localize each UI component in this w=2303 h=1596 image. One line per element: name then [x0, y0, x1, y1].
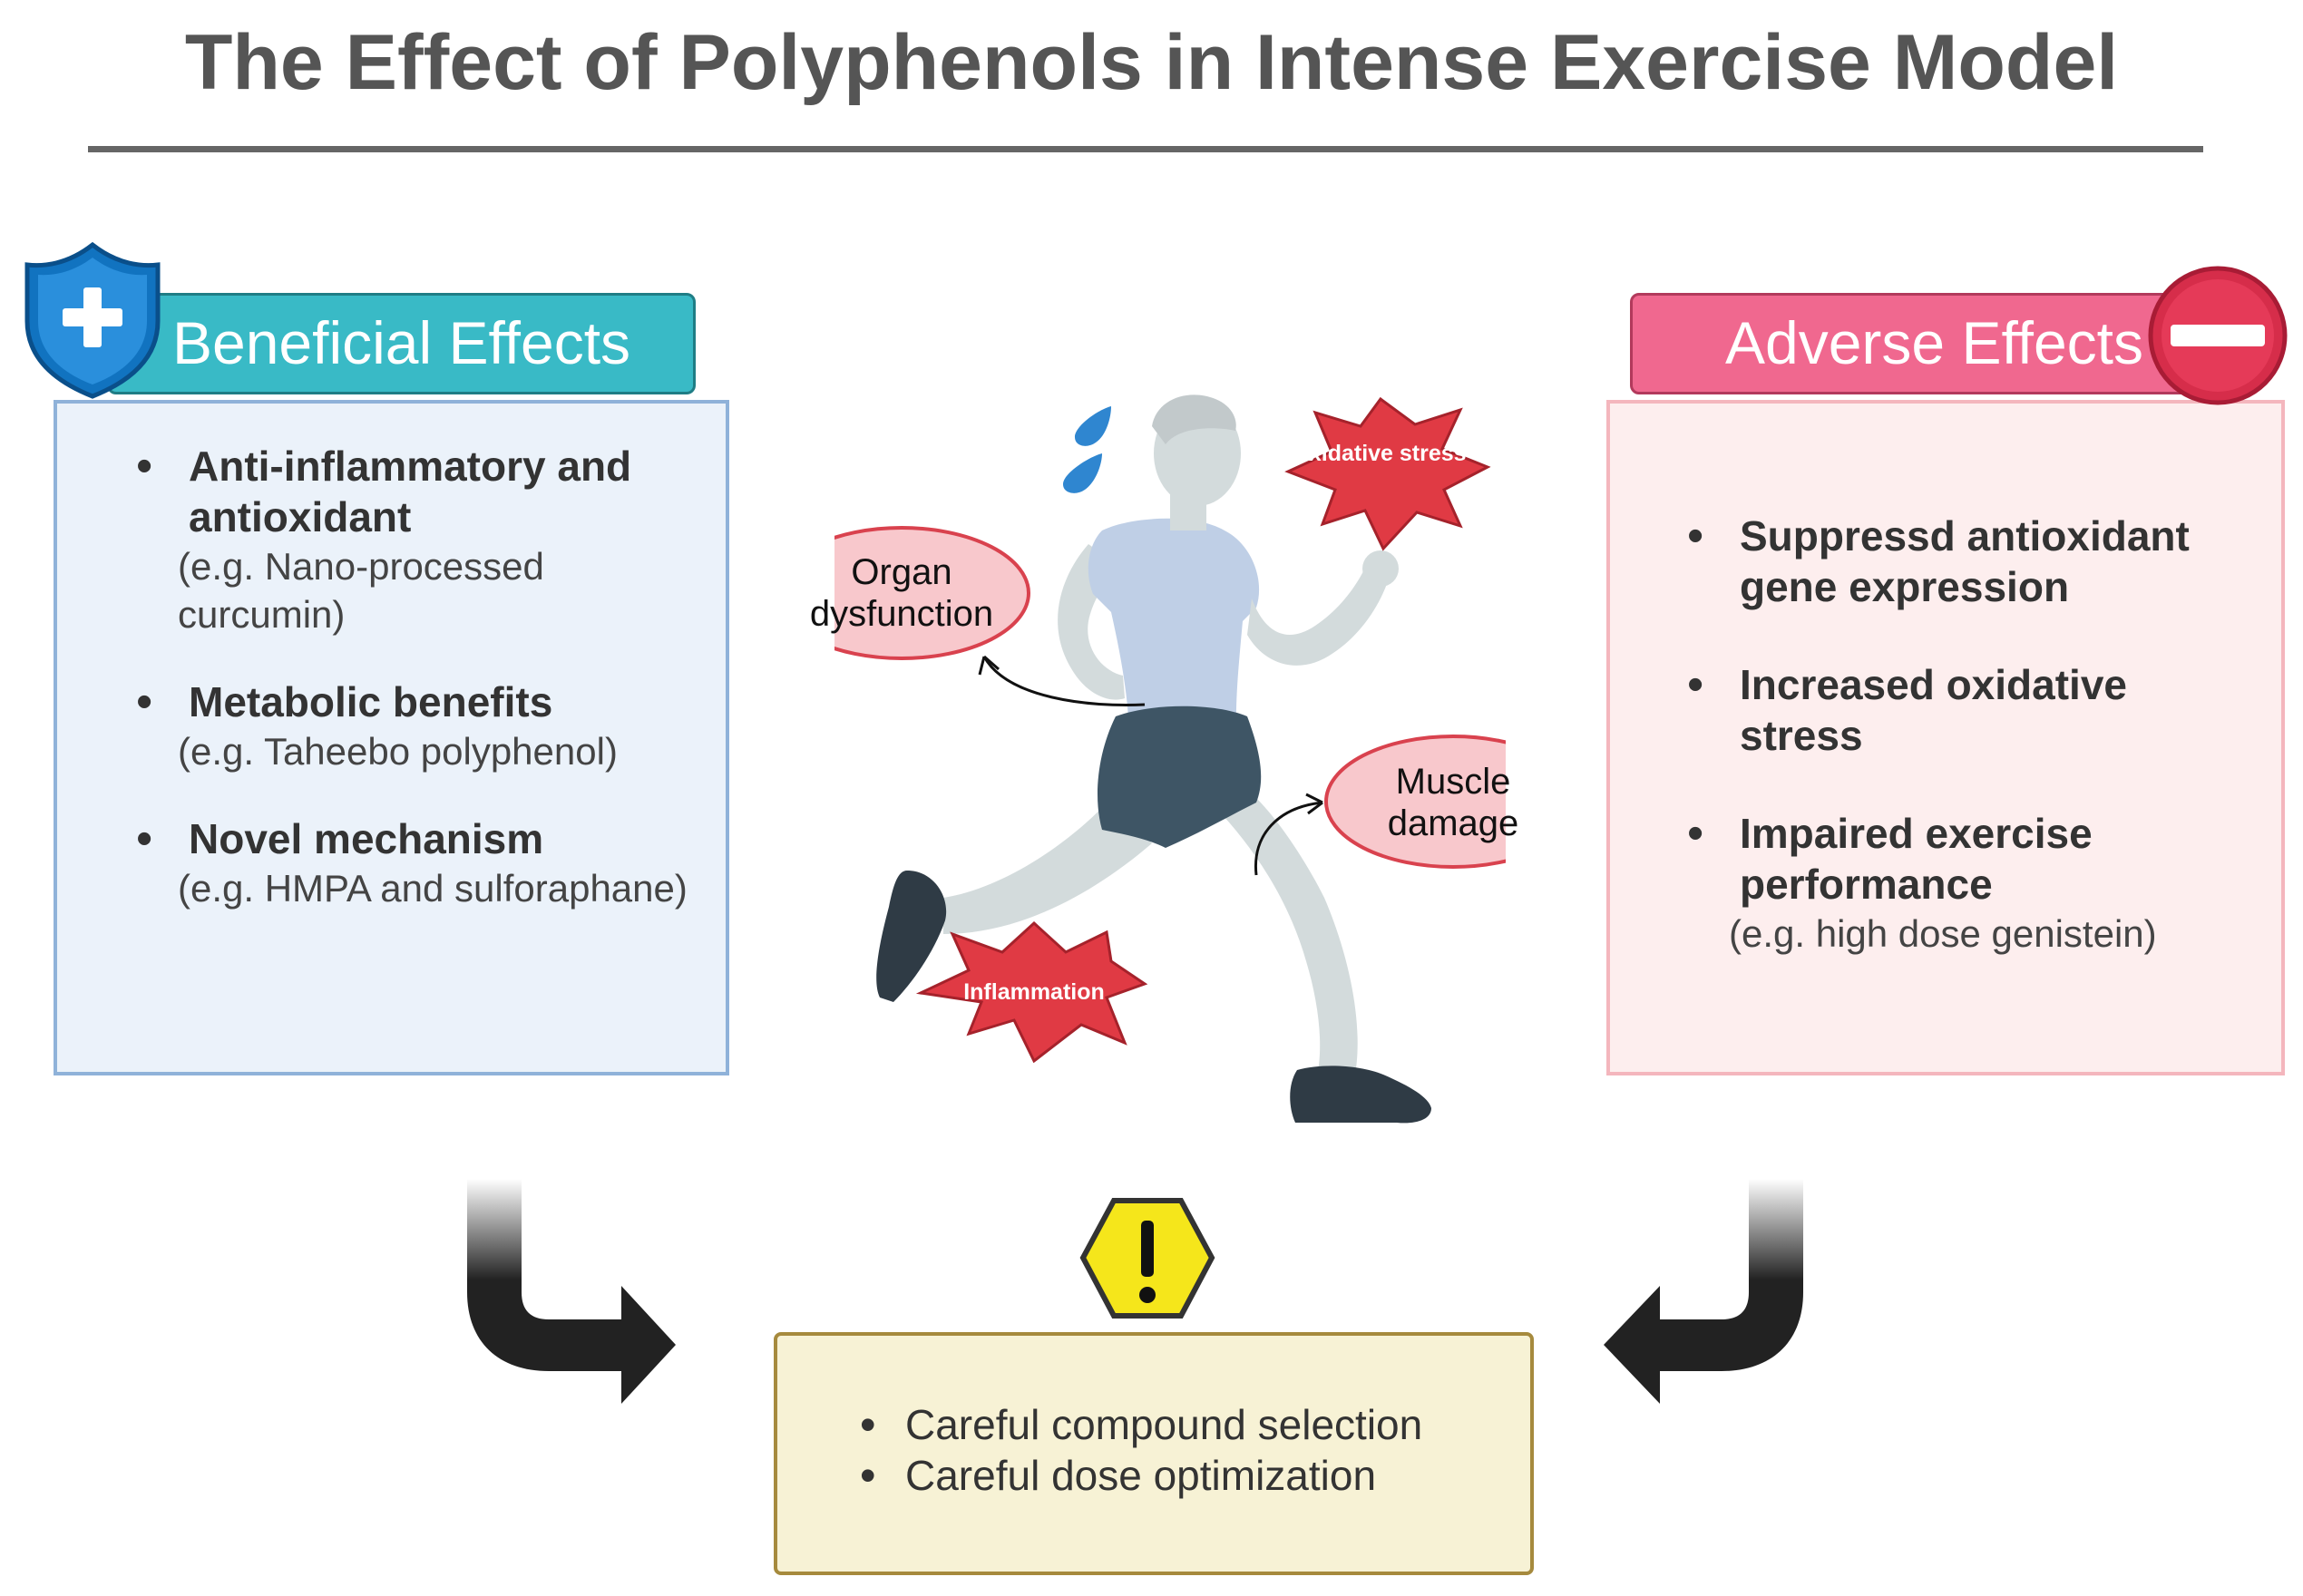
curved-arrow-left-icon [1604, 1179, 1803, 1404]
adverse-header-label: Adverse Effects [1725, 309, 2144, 376]
effect-example: (e.g. high dose genistein) [1729, 912, 2157, 955]
oxidative-stress-label: Oxidative stress [1291, 441, 1467, 466]
muscle-damage-ellipse [1324, 735, 1506, 869]
beneficial-list: Anti-inflammatory and antioxidant (e.g. … [136, 441, 698, 950]
beneficial-header-label: Beneficial Effects [172, 309, 631, 376]
effect-title: Anti-inflammatory and antioxidant [189, 443, 632, 540]
list-item: Careful dose optimization [860, 1450, 1513, 1501]
effect-title: Novel mechanism [189, 815, 544, 862]
list-item: Increased oxidative stress [1687, 659, 2249, 761]
list-item: Suppressd antioxidant gene expression [1687, 511, 2249, 612]
inflammation-label: Inflammation [963, 979, 1105, 1005]
diagram-title: The Effect of Polyphenols in Intense Exe… [184, 19, 2119, 106]
beneficial-header [107, 293, 696, 394]
sweat-drops-icon [1063, 406, 1111, 493]
effect-title: Metabolic benefits [189, 678, 553, 725]
runner-illustration [834, 394, 1506, 1124]
warning-icon [1079, 1198, 1215, 1319]
effect-example: (e.g. Taheebo polyphenol) [178, 730, 618, 773]
effect-example: (e.g. Nano-processed curcumin) [178, 545, 544, 636]
list-item: Careful compound selection [860, 1399, 1513, 1450]
curved-arrow-right-icon [467, 1179, 676, 1404]
effect-title: Suppressd antioxidant gene expression [1740, 512, 2190, 610]
inflammation-burst [915, 920, 1148, 1064]
effect-example: (e.g. HMPA and sulforaphane) [178, 867, 688, 910]
minus-circle-icon [2148, 266, 2288, 405]
list-item: Anti-inflammatory and antioxidant (e.g. … [136, 441, 698, 638]
effect-title: Increased oxidative stress [1740, 661, 2127, 759]
adverse-list: Suppressd antioxidant gene expression In… [1687, 511, 2249, 1005]
recommendation-list: Careful compound selection Careful dose … [860, 1399, 1513, 1501]
oxidative-stress-burst [1284, 396, 1491, 551]
list-item: Impaired exercise performance (e.g. high… [1687, 808, 2249, 958]
effect-title: Impaired exercise performance [1740, 810, 2093, 908]
organ-dysfunction-label: Organ dysfunction [809, 552, 994, 634]
list-item: Metabolic benefits (e.g. Taheebo polyphe… [136, 676, 698, 775]
list-item: Novel mechanism (e.g. HMPA and sulforaph… [136, 813, 698, 912]
adverse-header [1630, 293, 2192, 394]
organ-dysfunction-ellipse [834, 526, 1030, 660]
muscle-damage-label: Muscle damage [1387, 762, 1519, 843]
title-divider [88, 146, 2203, 152]
shield-plus-icon [24, 241, 161, 399]
bottom-arrows [467, 1179, 1803, 1404]
